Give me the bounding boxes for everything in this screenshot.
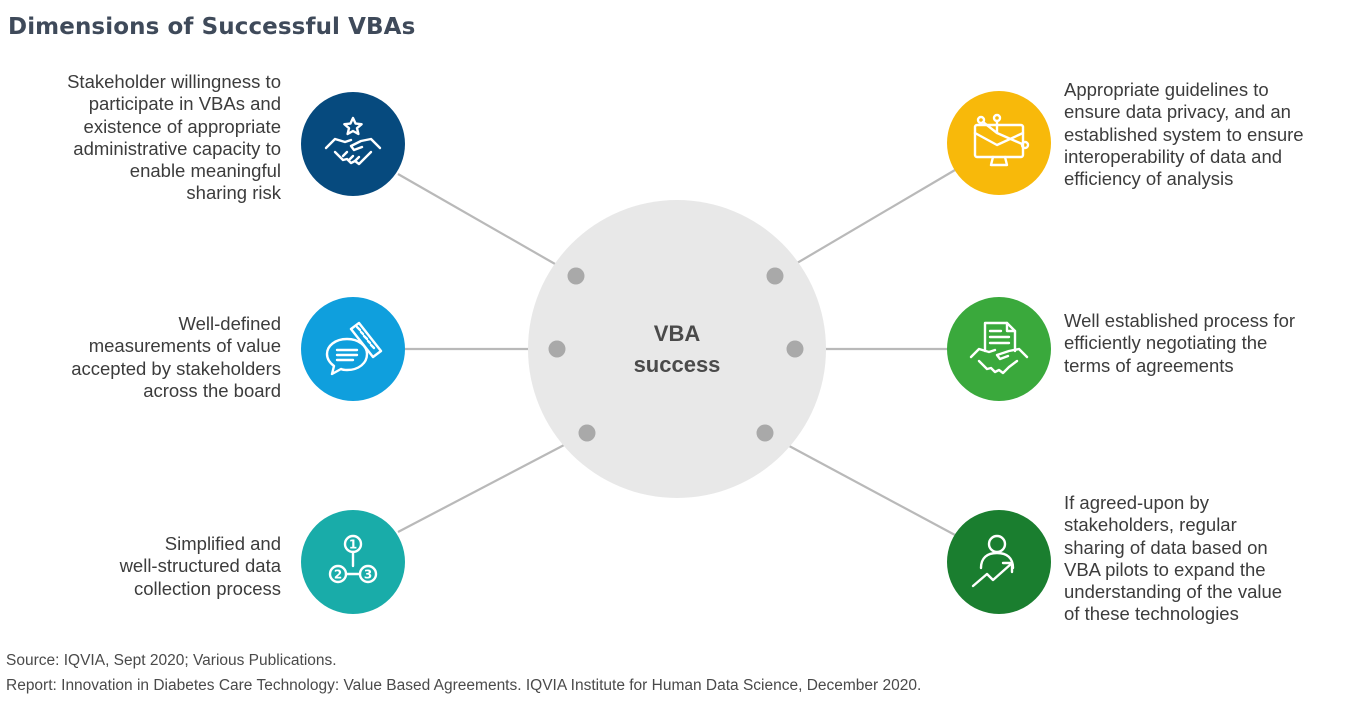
connector-dot-2 bbox=[548, 340, 566, 358]
monitor-network-icon bbox=[973, 113, 1030, 167]
source-note: Source: IQVIA, Sept 2020; Various Public… bbox=[6, 652, 337, 669]
person-growth-icon bbox=[971, 534, 1015, 588]
dimension-node-5 bbox=[947, 297, 1051, 401]
vba-success-circle bbox=[528, 200, 826, 498]
dimension-label-5: Well established process for efficiently… bbox=[1064, 310, 1296, 376]
svg-text:2: 2 bbox=[334, 568, 342, 582]
svg-text:1: 1 bbox=[349, 538, 357, 552]
connector-dot-6 bbox=[756, 424, 774, 442]
connector-dot-1 bbox=[567, 267, 585, 285]
connector-line-1 bbox=[397, 173, 577, 277]
dimension-label-2: Well-defined measurements of value accep… bbox=[71, 313, 281, 401]
page-title: Dimensions of Successful VBAs bbox=[8, 14, 416, 40]
connector-line-6 bbox=[764, 432, 956, 536]
connector-line-3 bbox=[397, 432, 588, 533]
handshake-star-icon bbox=[324, 116, 382, 166]
dimension-label-3: Simplified and well-structured data coll… bbox=[119, 533, 281, 599]
report-note: Report: Innovation in Diabetes Care Tech… bbox=[6, 677, 922, 694]
connector-line-4 bbox=[774, 169, 956, 277]
dimension-node-3: 1 2 3 bbox=[301, 510, 405, 614]
dimension-node-2 bbox=[301, 297, 405, 401]
svg-text:3: 3 bbox=[364, 568, 372, 582]
dimension-label-4: Appropriate guidelines to ensure data pr… bbox=[1064, 79, 1304, 190]
dimension-node-1 bbox=[301, 92, 405, 196]
chat-ruler-icon bbox=[325, 321, 383, 376]
connector-dot-5 bbox=[786, 340, 804, 358]
document-handshake-icon bbox=[969, 321, 1029, 375]
dimension-label-1: Stakeholder willingness to participate i… bbox=[67, 71, 281, 204]
numbered-steps-icon: 1 2 3 bbox=[328, 534, 378, 584]
vba-success-label: VBA success bbox=[633, 321, 721, 377]
connector-dot-4 bbox=[766, 267, 784, 285]
connector-dot-3 bbox=[578, 424, 596, 442]
dimension-node-6 bbox=[947, 510, 1051, 614]
dimension-node-4 bbox=[947, 91, 1051, 195]
dimension-label-6: If agreed-upon by stakeholders, regular … bbox=[1064, 492, 1283, 625]
